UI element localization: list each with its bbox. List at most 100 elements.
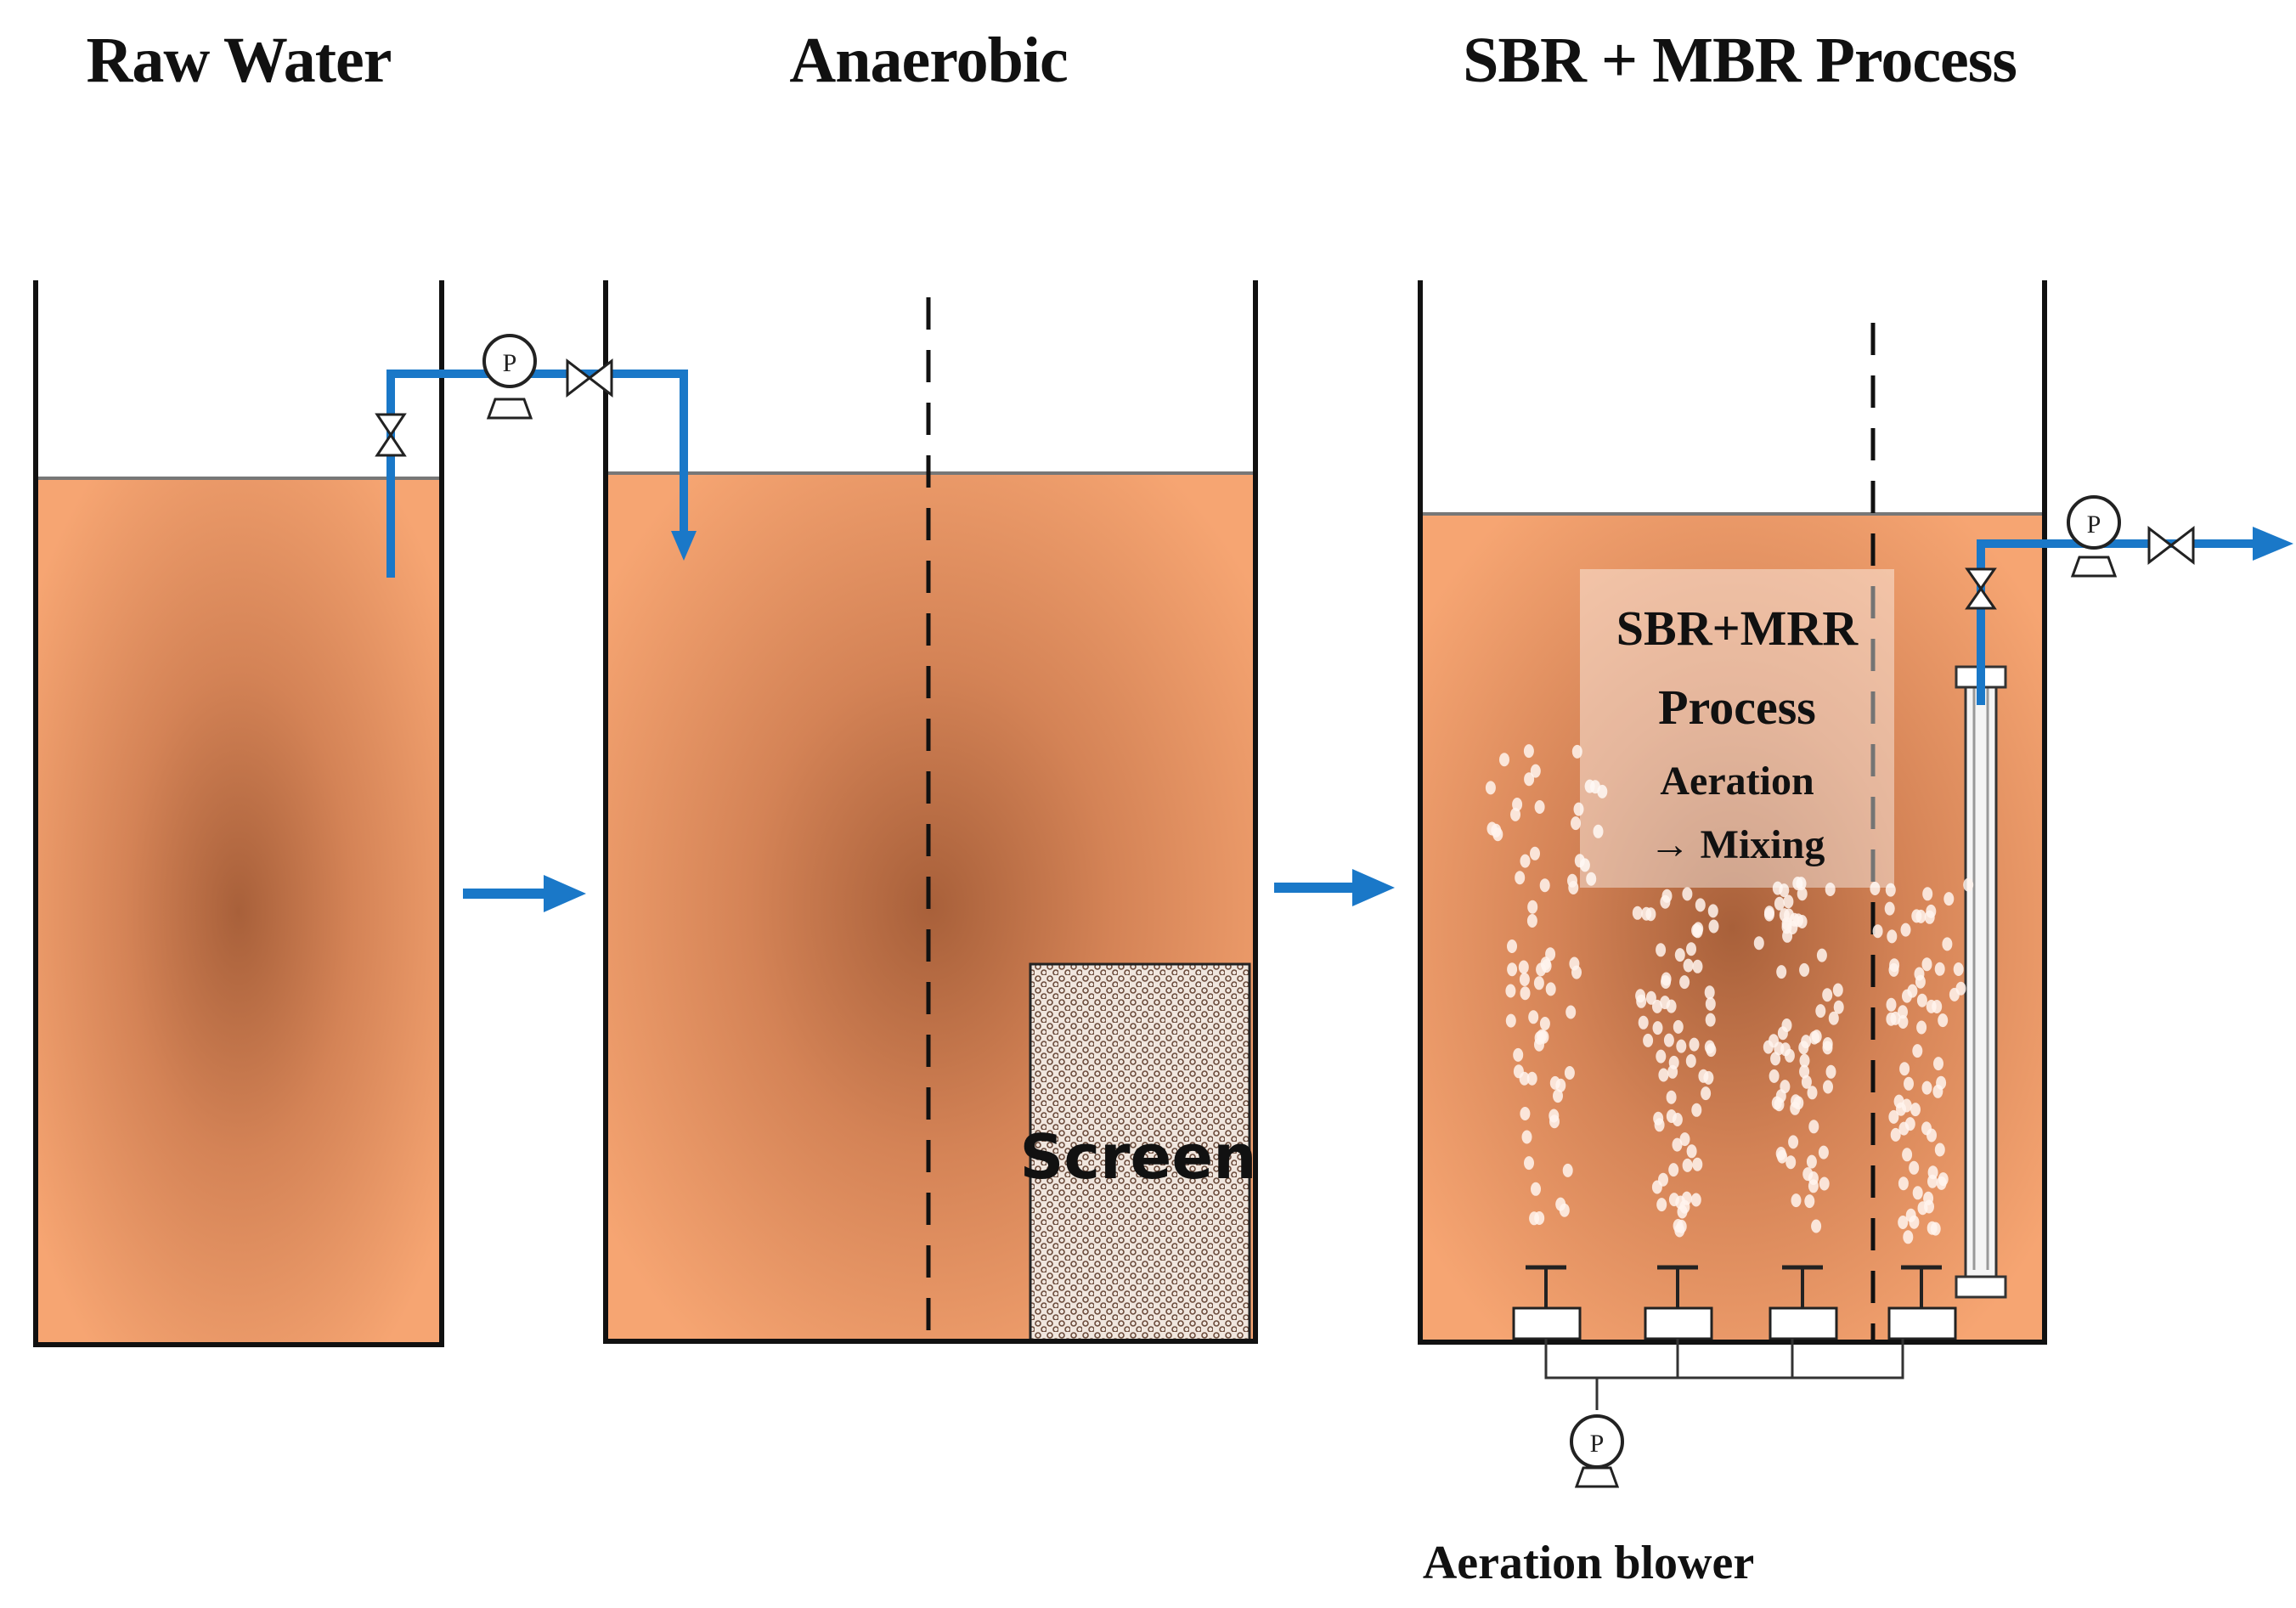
air-bubble bbox=[1943, 892, 1955, 906]
air-bubble bbox=[1668, 1055, 1679, 1069]
air-bubble bbox=[1885, 883, 1896, 897]
air-bubble bbox=[1927, 1174, 1938, 1188]
air-bubble bbox=[1808, 1179, 1819, 1193]
air-bubble bbox=[1555, 1078, 1566, 1092]
air-bubble bbox=[1932, 1000, 1943, 1013]
air-bubble bbox=[1769, 1069, 1780, 1083]
air-bubble bbox=[1898, 1005, 1908, 1019]
air-bubble bbox=[1902, 1148, 1913, 1162]
effluent-pump-icon: P bbox=[2067, 495, 2121, 578]
air-bubble bbox=[1772, 881, 1783, 895]
air-bubble bbox=[1705, 996, 1716, 1011]
air-bubble bbox=[1689, 1037, 1700, 1052]
air-bubble bbox=[1898, 1121, 1910, 1136]
air-bubble bbox=[1531, 1182, 1541, 1196]
air-bubble bbox=[1963, 877, 1974, 892]
valve-icon bbox=[566, 358, 613, 398]
air-bubble bbox=[1673, 1019, 1684, 1034]
air-bubble bbox=[1695, 898, 1706, 912]
air-bubble bbox=[1926, 904, 1937, 918]
air-bubble bbox=[1888, 962, 1899, 977]
air-bubble bbox=[1536, 962, 1547, 977]
air-bubble bbox=[1788, 1135, 1799, 1149]
air-bubble bbox=[1900, 922, 1911, 937]
air-bubble bbox=[1632, 906, 1643, 920]
sbr-mbr-heading: SBR + MBR Process bbox=[1463, 25, 2017, 96]
air-bubble bbox=[1593, 824, 1604, 838]
process-description-box: SBR+MRR Process Aeration → Mixing bbox=[1580, 569, 1894, 888]
air-bubble bbox=[1921, 957, 1932, 972]
air-bubble bbox=[1660, 996, 1671, 1010]
air-bubble bbox=[1917, 1201, 1928, 1216]
air-bubble bbox=[1507, 962, 1518, 977]
anaerobic-heading: Anaerobic bbox=[789, 25, 1068, 96]
air-bubble bbox=[1686, 942, 1696, 956]
air-bubble bbox=[1505, 1013, 1516, 1028]
air-bubble bbox=[1486, 821, 1498, 836]
air-bubble bbox=[1832, 983, 1843, 997]
air-bubble bbox=[1899, 1062, 1910, 1076]
air-bubble bbox=[1668, 1163, 1679, 1177]
air-bubble bbox=[1785, 1155, 1797, 1170]
air-bubble bbox=[1564, 1066, 1575, 1080]
air-bubble bbox=[1936, 1176, 1947, 1190]
valve-icon bbox=[2147, 525, 2195, 566]
air-bubble bbox=[1565, 1005, 1577, 1019]
air-bubble bbox=[1539, 1017, 1550, 1030]
valve-icon bbox=[375, 413, 407, 457]
air-bubble bbox=[1825, 1064, 1836, 1079]
air-bubble bbox=[1562, 1163, 1573, 1177]
air-bubble bbox=[1799, 1064, 1810, 1079]
air-bubble bbox=[1776, 965, 1787, 979]
air-bubble bbox=[1636, 994, 1647, 1008]
air-bubble bbox=[1811, 1219, 1822, 1233]
air-bubble bbox=[1828, 1011, 1839, 1025]
air-bubble bbox=[1682, 1158, 1693, 1172]
sbr-mbr-liquid bbox=[1420, 514, 2045, 1342]
diffuser bbox=[1512, 1265, 1582, 1340]
air-bubble bbox=[1666, 1090, 1677, 1104]
air-bubble bbox=[1679, 975, 1690, 990]
diffuser bbox=[1887, 1265, 1957, 1340]
air-bubble bbox=[1793, 913, 1803, 928]
air-bubble bbox=[1938, 1013, 1949, 1028]
screen-label: Screen bbox=[1019, 1121, 1257, 1193]
air-bubble bbox=[1816, 948, 1827, 962]
air-bubble bbox=[1499, 753, 1509, 767]
air-bubble bbox=[1707, 904, 1718, 918]
air-bubble bbox=[1571, 816, 1581, 831]
air-bubble bbox=[1520, 854, 1531, 868]
air-bubble bbox=[1672, 1137, 1683, 1152]
diffuser bbox=[1644, 1265, 1713, 1340]
air-bubble bbox=[1781, 1018, 1792, 1032]
membrane-module bbox=[1955, 665, 2007, 1299]
flow-arrow bbox=[1274, 869, 1395, 906]
air-bubble bbox=[1705, 1013, 1716, 1027]
air-bubble bbox=[1519, 1071, 1530, 1086]
air-bubble bbox=[1922, 887, 1933, 901]
air-bubble bbox=[1683, 958, 1694, 973]
air-bubble bbox=[1912, 1186, 1923, 1200]
flow-arrow bbox=[463, 875, 586, 912]
air-bubble bbox=[1571, 965, 1582, 979]
raw-water-liquid bbox=[36, 478, 442, 1345]
air-bubble bbox=[1652, 1021, 1663, 1035]
valve-icon bbox=[1965, 567, 1997, 610]
air-bubble bbox=[1774, 896, 1785, 911]
air-bubble bbox=[1692, 1157, 1703, 1171]
air-bubble bbox=[1510, 807, 1520, 821]
air-bubble bbox=[1818, 1145, 1829, 1159]
air-bubble bbox=[1567, 873, 1577, 888]
air-bubble bbox=[1527, 900, 1538, 914]
air-bubble bbox=[1804, 1194, 1815, 1209]
air-bubble bbox=[1923, 1191, 1934, 1205]
process-box-line-3: Aeration bbox=[1660, 759, 1814, 804]
screen-block bbox=[1029, 962, 1251, 1343]
pump-letter: P bbox=[2087, 511, 2101, 539]
air-bubble bbox=[1674, 948, 1685, 962]
air-bubble bbox=[1549, 1109, 1560, 1123]
air-bubble bbox=[1890, 1127, 1901, 1142]
raw-water-heading: Raw Water bbox=[86, 25, 392, 96]
air-bubble bbox=[1555, 1197, 1566, 1211]
